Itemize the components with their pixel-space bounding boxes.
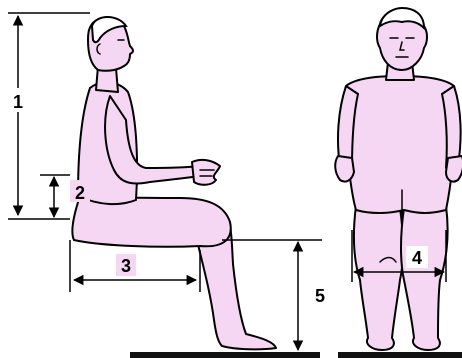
front-left-hand bbox=[335, 156, 354, 182]
front-view-figure bbox=[335, 8, 462, 350]
front-right-hand bbox=[446, 156, 462, 182]
side-arm bbox=[105, 96, 200, 184]
side-hand bbox=[192, 160, 220, 185]
front-right-leg bbox=[401, 206, 448, 350]
front-torso bbox=[344, 76, 456, 213]
dimension-3-label: 3 bbox=[121, 256, 131, 276]
dimension-5-label: 5 bbox=[315, 286, 325, 306]
side-view-figure bbox=[72, 17, 276, 349]
front-left-leg bbox=[354, 206, 403, 350]
floor bbox=[130, 352, 462, 358]
dimension-1-label: 1 bbox=[13, 92, 23, 112]
dimension-4-label: 4 bbox=[412, 248, 422, 268]
side-thigh bbox=[72, 196, 230, 247]
dimension-2-label: 2 bbox=[75, 183, 85, 203]
